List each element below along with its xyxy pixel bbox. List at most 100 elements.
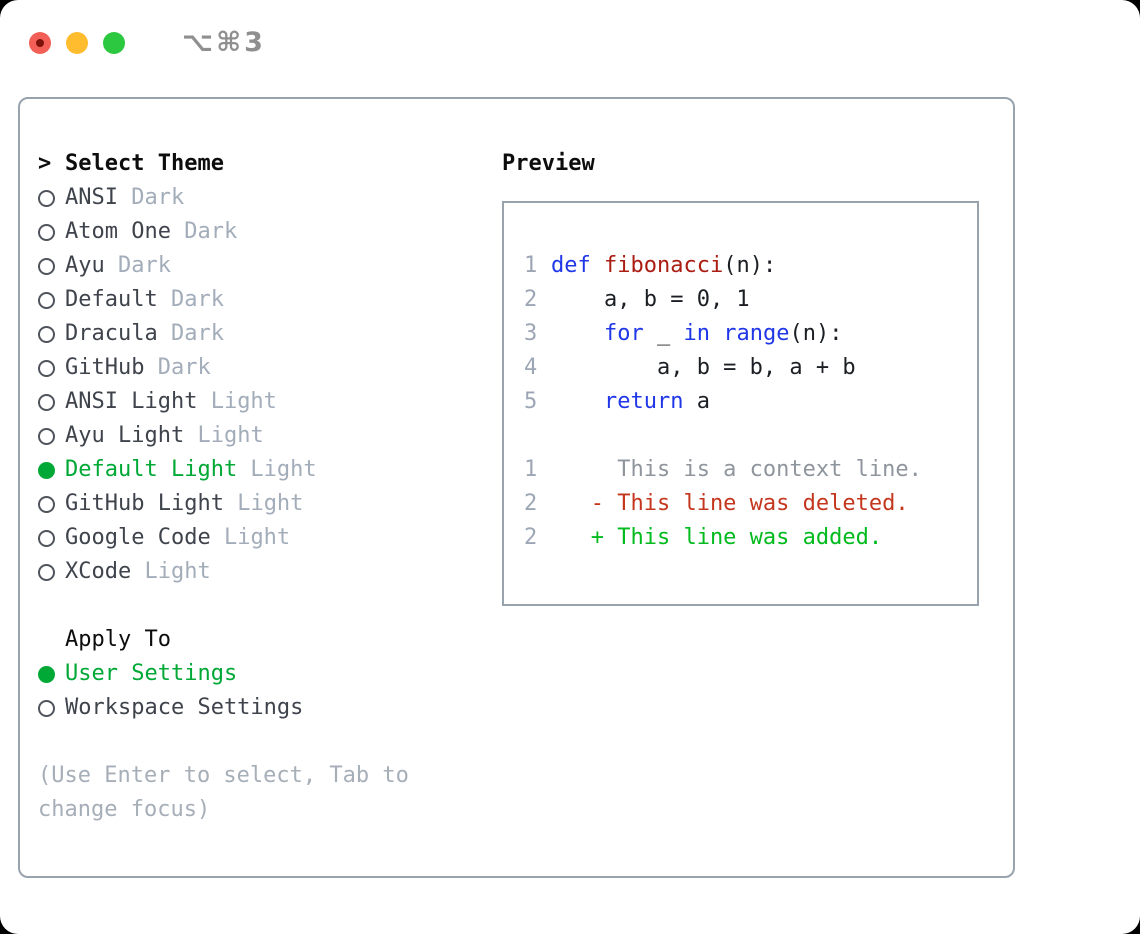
option-label: ANSI Light — [65, 389, 198, 414]
diff-added-line: 2 + This line was added. — [524, 521, 977, 555]
titlebar: ⌥⌘3 — [29, 27, 266, 58]
radio-marker — [38, 521, 65, 555]
option-variant-tag: Dark — [170, 219, 238, 244]
line-number: 3 — [524, 321, 538, 346]
option-label: GitHub Light — [65, 491, 224, 516]
option-label: Dracula — [65, 321, 158, 346]
option-label: Default Light — [65, 457, 238, 482]
code-line: 4 a, b = b, a + b — [524, 351, 977, 385]
prompt-cursor-icon: > — [38, 151, 52, 176]
code-line: 1 def fibonacci(n): — [524, 249, 977, 283]
zoom-button[interactable] — [103, 31, 125, 54]
code-token-context: This is a context line. — [551, 457, 922, 482]
theme-option-atom-one-dark[interactable]: Atom One Dark — [38, 215, 420, 249]
preview-title: Preview — [502, 151, 595, 176]
theme-option-github-dark[interactable]: GitHub Dark — [38, 351, 420, 385]
radio-icon — [38, 699, 55, 717]
option-label: Google Code — [65, 525, 211, 550]
radio-icon — [38, 529, 55, 547]
code-line: 3 for _ in range(n): — [524, 317, 977, 351]
apply-to-header: Apply To — [38, 623, 420, 657]
theme-option-dracula-dark[interactable]: Dracula Dark — [38, 317, 420, 351]
theme-option-default-dark[interactable]: Default Dark — [38, 283, 420, 317]
option-label: Workspace Settings — [65, 695, 304, 720]
code-token-plain — [551, 317, 604, 351]
option-variant-tag: Light — [197, 389, 277, 414]
diff-context-line: 1 This is a context line. — [524, 453, 977, 487]
code-token-kw: range — [723, 321, 790, 346]
line-number: 5 — [524, 389, 538, 414]
radio-marker — [38, 181, 65, 215]
select-theme-header: > Select Theme — [38, 147, 420, 181]
option-label: Ayu Light — [65, 423, 185, 448]
radio-selected-icon — [38, 461, 55, 479]
radio-marker — [38, 419, 65, 453]
radio-marker — [38, 453, 65, 487]
theme-option-ayu-dark[interactable]: Ayu Dark — [38, 249, 420, 283]
select-theme-title: Select Theme — [65, 151, 224, 176]
radio-icon — [38, 325, 55, 343]
theme-option-ansi-light-light[interactable]: ANSI Light Light — [38, 385, 420, 419]
option-label: ANSI — [65, 185, 118, 210]
option-variant-tag: Light — [237, 457, 317, 482]
radio-icon — [38, 495, 55, 513]
option-variant-tag: Dark — [117, 185, 185, 210]
radio-marker — [38, 351, 65, 385]
theme-option-ayu-light-light[interactable]: Ayu Light Light — [38, 419, 420, 453]
radio-marker — [38, 215, 65, 249]
blank-line — [524, 419, 977, 453]
option-variant-tag: Light — [131, 559, 211, 584]
apply-to-title: Apply To — [65, 627, 171, 652]
option-label: Atom One — [65, 219, 171, 244]
theme-option-google-code-light[interactable]: Google Code Light — [38, 521, 420, 555]
code-token-kw: return — [603, 389, 684, 414]
radio-selected-icon — [38, 665, 55, 683]
theme-option-default-light-light[interactable]: Default Light Light — [38, 453, 420, 487]
radio-marker — [38, 283, 65, 317]
radio-icon — [38, 427, 55, 445]
close-button[interactable] — [29, 31, 51, 54]
apply-option-user-settings[interactable]: User Settings — [38, 657, 420, 691]
line-number: 2 — [524, 491, 538, 516]
option-variant-tag: Dark — [157, 321, 224, 346]
code-token-kw: in — [683, 321, 710, 346]
code-token-plain: a, b = b, a + b — [551, 355, 856, 380]
theme-option-github-light-light[interactable]: GitHub Light Light — [38, 487, 420, 521]
line-number: 1 — [524, 457, 538, 482]
minimize-button[interactable] — [66, 31, 88, 54]
code-token-kw: for — [603, 321, 644, 346]
code-token-plain: (n): — [723, 253, 777, 278]
radio-icon — [38, 393, 55, 411]
radio-icon — [38, 563, 55, 581]
line-number: 4 — [524, 355, 538, 380]
code-token-fn: fibonacci — [603, 253, 724, 278]
option-variant-tag: Light — [210, 525, 291, 550]
keyboard-hint: (Use Enter to select, Tab to change focu… — [38, 763, 409, 822]
radio-marker — [38, 691, 65, 725]
radio-marker — [38, 657, 65, 691]
line-number: 1 — [524, 253, 538, 278]
option-label: XCode — [65, 559, 132, 584]
radio-marker — [38, 487, 65, 521]
line-number — [524, 419, 551, 453]
theme-option-xcode-light[interactable]: XCode Light — [38, 555, 420, 589]
theme-option-ansi-dark[interactable]: ANSI Dark — [38, 181, 420, 215]
code-token-kw: def — [551, 253, 604, 278]
code-token-added: + This line was added. — [551, 525, 883, 550]
line-number: 2 — [524, 525, 538, 550]
option-label: User Settings — [65, 661, 238, 686]
line-number: 2 — [524, 287, 538, 312]
code-token-plain — [710, 317, 723, 351]
code-token-plain: a — [683, 389, 710, 414]
window-title-shortcut: ⌥⌘3 — [182, 27, 266, 58]
option-variant-tag: Dark — [144, 355, 211, 380]
code-token-plain: _ — [643, 321, 684, 346]
apply-option-workspace-settings[interactable]: Workspace Settings — [38, 691, 420, 725]
option-variant-tag: Light — [184, 423, 264, 448]
